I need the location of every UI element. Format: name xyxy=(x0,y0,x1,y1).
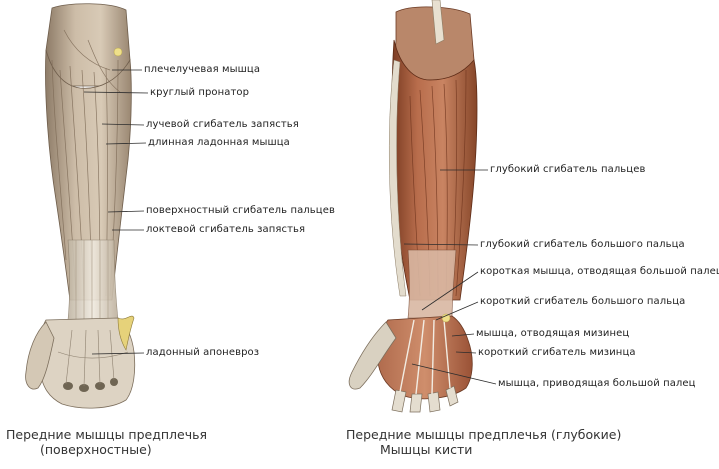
left-forearm-illustration xyxy=(25,3,136,409)
label-flexor-pollicis-longus: глубокий сгибатель большого пальца xyxy=(480,239,685,250)
label-brachioradialis: плечелучевая мышца xyxy=(144,64,261,75)
leader-fpl xyxy=(403,243,479,246)
right-forearm-illustration xyxy=(348,0,478,413)
caption-left: Передние мышцы предплечья (поверхностные… xyxy=(6,427,207,457)
left-thumb xyxy=(25,321,55,390)
label-flexor-carpi-ulnaris: локтевой сгибатель запястья xyxy=(146,224,306,235)
right-finger-tendons xyxy=(399,319,451,395)
leader-pronator-teres xyxy=(83,91,149,94)
leader-adductor-pollicis xyxy=(411,363,497,385)
caption-right: Передние мышцы предплечья (глубокие) Мыш… xyxy=(346,427,621,457)
caption-left-line2: (поверхностные) xyxy=(40,442,152,457)
left-epicondyle-marker xyxy=(113,47,123,57)
right-pisiform-marker xyxy=(441,313,451,323)
left-finger-bases xyxy=(63,378,118,392)
right-radius-edge xyxy=(388,59,407,297)
leader-palmaris-longus xyxy=(105,142,147,145)
leader-apb xyxy=(421,271,479,311)
label-abductor-pollicis-brevis: короткая мышца, отводящая большой палец xyxy=(480,266,719,277)
right-fingers xyxy=(391,385,459,413)
leader-fds xyxy=(107,210,145,213)
left-tendon-lines xyxy=(75,240,109,320)
label-flexor-digitorum-profundus: глубокий сгибатель пальцев xyxy=(490,164,646,175)
right-hand-palm xyxy=(377,315,473,400)
caption-right-line2: Мышцы кисти xyxy=(380,442,473,457)
label-adductor-pollicis: мышца, приводящая большой палец xyxy=(498,378,696,389)
left-thenar xyxy=(117,315,135,351)
leader-adm xyxy=(451,333,475,337)
right-wrist-tendons xyxy=(407,249,457,319)
label-flexor-digiti-minimi-brevis: короткий сгибатель мизинца xyxy=(478,347,636,358)
left-aponeurosis-fibers xyxy=(57,329,129,387)
label-pronator-teres: круглый пронатор xyxy=(150,87,250,98)
right-thumb xyxy=(348,321,397,390)
caption-right-line1: Передние мышцы предплечья (глубокие) xyxy=(346,427,622,442)
label-palmar-aponeurosis: ладонный апоневроз xyxy=(146,347,260,358)
caption-left-line1: Передние мышцы предплечья xyxy=(6,427,207,442)
label-flexor-digitorum-superficialis: поверхностный сгибатель пальцев xyxy=(146,205,335,216)
right-humerus-shaft xyxy=(431,0,445,45)
label-flexor-carpi-radialis: лучевой сгибатель запястья xyxy=(146,119,299,130)
leader-fdmb xyxy=(455,351,477,354)
leader-flexor-carpi-radialis xyxy=(101,123,145,126)
left-wrist-tendons xyxy=(67,239,119,321)
leader-fpb xyxy=(435,301,479,321)
label-flexor-pollicis-brevis: короткий сгибатель большого пальца xyxy=(480,296,686,307)
left-forearm-muscle-mass xyxy=(45,49,132,301)
label-palmaris-longus: длинная ладонная мышца xyxy=(148,137,290,148)
leader-palmar-aponeurosis xyxy=(91,352,145,355)
leader-lines xyxy=(83,69,497,385)
left-elbow-region xyxy=(45,3,131,87)
label-abductor-digiti-minimi: мышца, отводящая мизинец xyxy=(476,328,630,339)
